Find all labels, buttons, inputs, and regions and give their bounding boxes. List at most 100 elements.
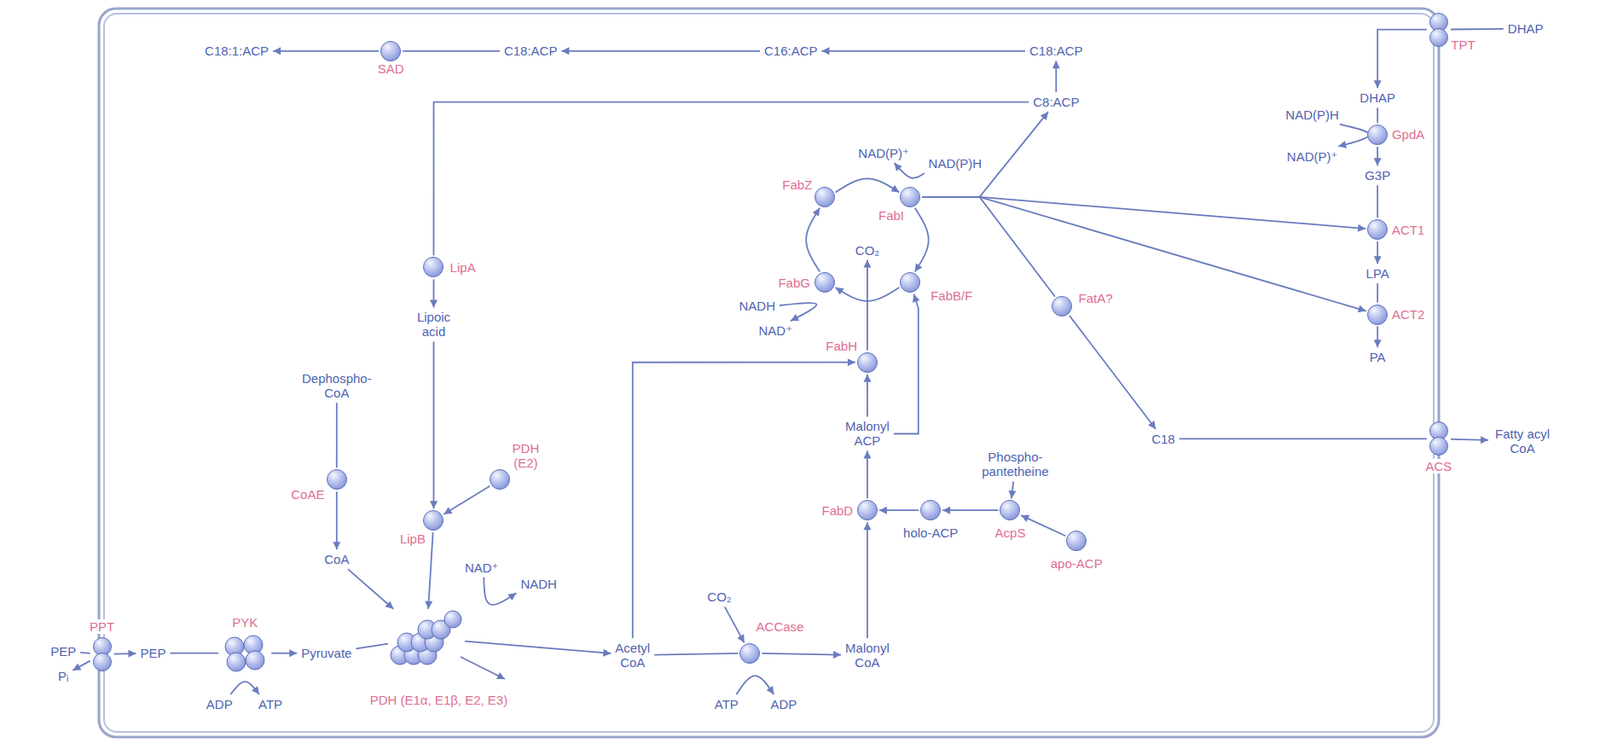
enzyme-name: PYK (231, 614, 258, 630)
enzyme-shape (220, 633, 270, 673)
pathway-arrow (866, 521, 869, 638)
pathway-arrow (921, 197, 1366, 229)
metabolite-label: ATP (712, 695, 742, 713)
metabolite-name: C16:ACP (764, 43, 818, 58)
pathway-arrow (632, 362, 856, 638)
enzyme-ball (857, 500, 877, 521)
pathway-arrow (805, 208, 820, 273)
metabolite-name: ATP (714, 696, 739, 712)
pathway-arrow (230, 681, 260, 695)
enzyme-name: ACT1 (1391, 222, 1425, 238)
metabolite-name: C18:ACP (504, 43, 558, 58)
enzyme-name: FabZ (782, 177, 812, 192)
enzyme-name: FabG (777, 275, 811, 290)
metabolite-name: C18 (1151, 431, 1176, 447)
pathway-arrow (724, 606, 745, 643)
metabolite-name: Pᵢ (57, 668, 69, 684)
enzyme-shape (1051, 295, 1073, 317)
enzyme-name: TPT (1450, 37, 1475, 53)
enzyme-ball (245, 650, 265, 670)
metabolite-name: NAD⁺ (758, 323, 793, 338)
metabolite-label: NADH (736, 297, 778, 314)
pathway-arrow (654, 653, 738, 656)
metabolite-label: ATP (255, 695, 285, 713)
metabolite-label: C18:ACP (501, 42, 561, 59)
enzyme-circle: GpdA (1367, 124, 1388, 145)
enzyme-ball (423, 257, 444, 278)
pathway-arrow (1376, 146, 1379, 166)
transporter: TPT (1428, 12, 1450, 47)
enzyme-circle: FabH (857, 352, 878, 373)
metabolite-label: NAD(P)H (1282, 106, 1342, 123)
enzyme-ball (381, 40, 401, 61)
metabolite-label: ADP (203, 695, 236, 713)
enzyme-circle: FabD (857, 499, 878, 521)
pathway-arrow (1376, 326, 1379, 348)
pathway-arrow (921, 111, 1049, 198)
metabolite-name: LPA (1366, 266, 1390, 281)
pathway-arrow (1377, 29, 1427, 89)
enzyme-name: ACT2 (1391, 307, 1425, 322)
enzyme-shape (999, 499, 1021, 521)
enzyme-ball (1368, 220, 1388, 240)
enzyme-circle: ACCase (739, 643, 760, 664)
metabolite-name: PEP (139, 645, 166, 661)
pathway-arrow (915, 208, 929, 273)
enzyme-name: ACS (1424, 458, 1455, 474)
metabolite-label: Malonyl ACP (842, 417, 893, 449)
metabolite-label: NAD(P)H (926, 155, 986, 172)
metabolite-label: Pyruvate (298, 644, 354, 661)
pathway-arrow (736, 675, 774, 695)
pathway-arrow (1450, 439, 1489, 441)
pathway-arrow (272, 50, 379, 53)
metabolite-name: Dephospho- CoA (301, 371, 372, 400)
metabolite-label: Pᵢ (55, 667, 71, 685)
pathway-arrow (779, 302, 817, 321)
metabolite-name: NAD(P)H (1285, 107, 1340, 122)
enzyme-name: FabH (825, 338, 858, 354)
metabolite-name: NADH (738, 298, 776, 314)
enzyme-circle: PDH (E2) (489, 469, 511, 490)
pathway-arrow (1338, 124, 1369, 147)
enzyme-complex: PYK (220, 633, 270, 673)
enzyme-circle: ACT1 (1367, 219, 1388, 240)
enzyme-name: PDH (E1α, E1β, E2, E3) (370, 692, 509, 708)
metabolite-name: DHAP (1359, 90, 1396, 105)
metabolite-label: Phospho- pantetheine (979, 448, 1051, 480)
enzyme-complex: PDH (E1α, E1β, E2, E3) (389, 610, 464, 666)
metabolite-label: Lipoic acid (414, 308, 453, 340)
metabolite-label: C18:1:ACP (202, 42, 272, 59)
metabolite-name: DHAP (1507, 21, 1544, 36)
metabolite-label: Acetyl CoA (612, 639, 653, 671)
metabolite-name: NAD(P)H (928, 156, 983, 171)
metabolite-name: NADH (520, 576, 557, 592)
enzyme-ball (1368, 304, 1388, 325)
plastid-envelope-outer (98, 8, 1439, 737)
pathway-arrow (433, 102, 1029, 256)
enzyme-shape (1428, 421, 1450, 456)
metabolite-name: Malonyl CoA (845, 640, 890, 670)
enzyme-shape (814, 272, 835, 293)
metabolite-name: NAD(P)⁺ (1286, 149, 1339, 164)
pathway-arrow (893, 294, 919, 435)
pathway-arrow (428, 532, 433, 609)
enzyme-name: SAD (377, 61, 405, 76)
plastid-envelope-inner (104, 13, 1434, 732)
enzyme-ball (857, 352, 877, 372)
metabolite-name: ATP (258, 696, 283, 712)
enzyme-shape (423, 510, 444, 531)
pathway-arrow (1179, 438, 1427, 441)
enzyme-circle: LipA (423, 256, 444, 278)
enzyme-name: FabD (822, 503, 854, 518)
enzyme-name: FabI (878, 208, 905, 223)
pathway-arrow (879, 509, 919, 511)
pathway-arrow (921, 197, 1367, 312)
metabolite-name: C8:ACP (1032, 94, 1079, 110)
metabolite-label: Malonyl CoA (842, 639, 893, 671)
enzyme-shape (857, 352, 878, 373)
metabolite-label: C18:ACP (1026, 42, 1086, 59)
enzyme-circle: holo-ACP (920, 499, 941, 521)
enzyme-shape (1367, 219, 1388, 240)
